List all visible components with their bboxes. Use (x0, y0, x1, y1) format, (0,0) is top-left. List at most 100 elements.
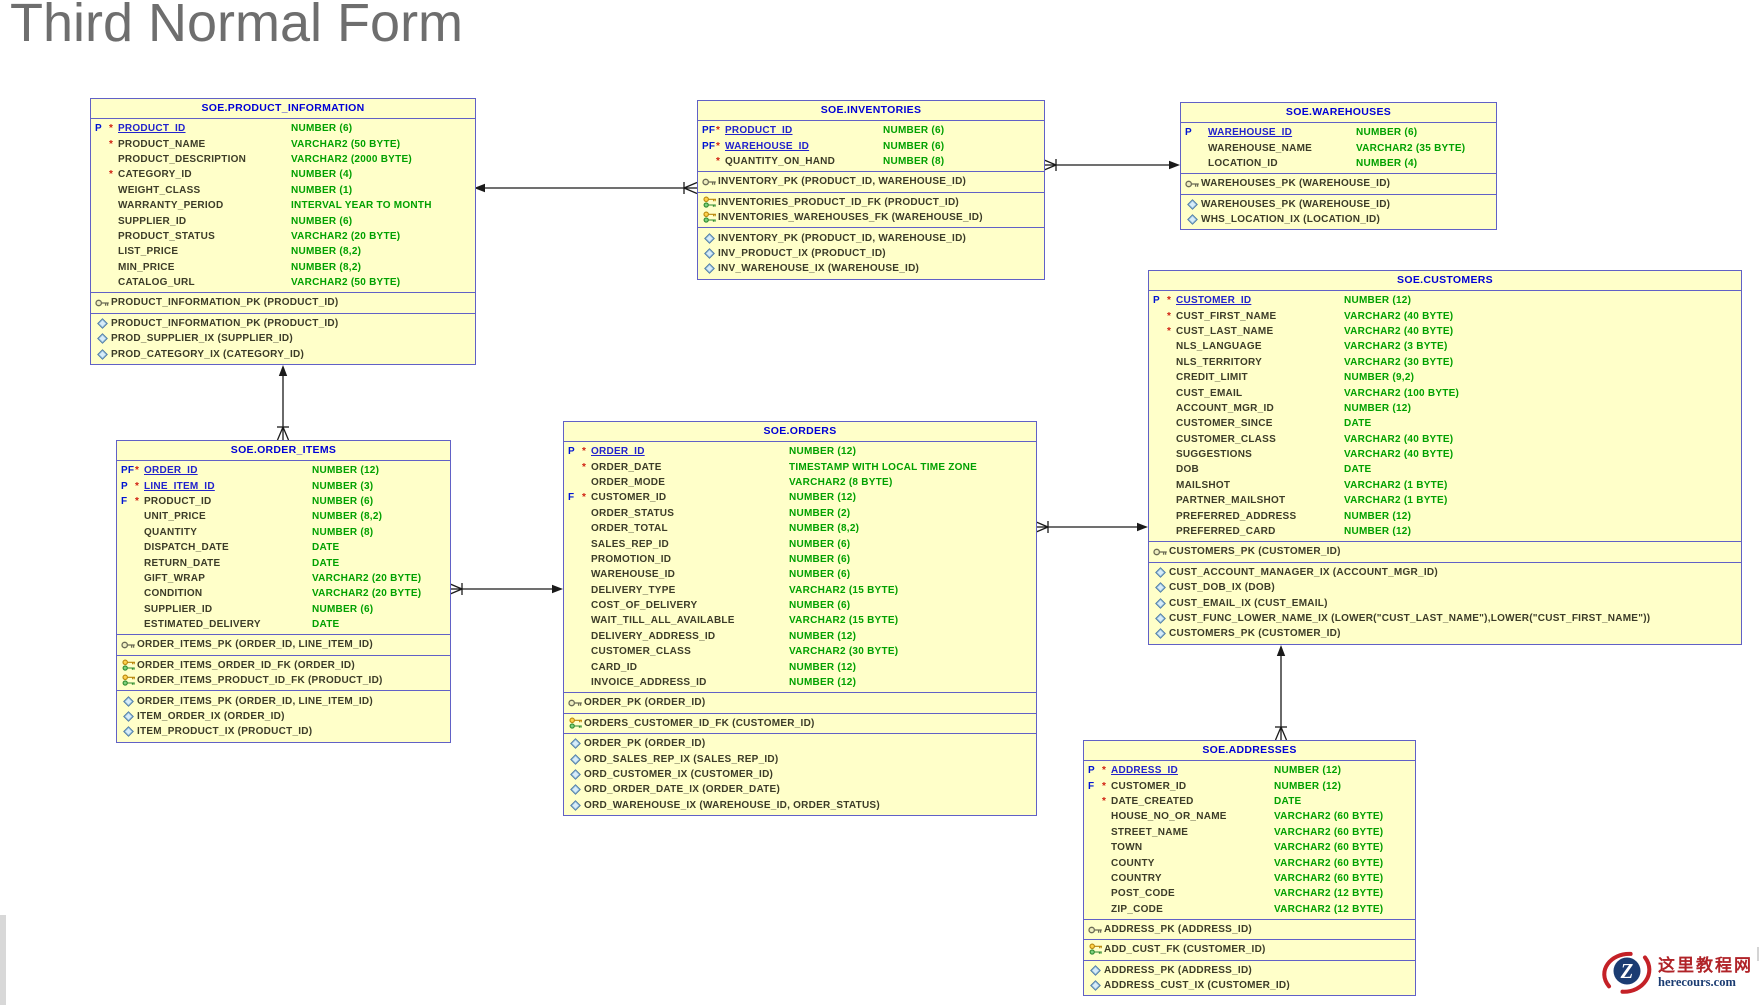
column-row: LIST_PRICE NUMBER (8,2) (91, 244, 475, 259)
column-row: DISPATCH_DATE DATE (117, 540, 450, 555)
entity-inventories[interactable]: SOE.INVENTORIES PF * PRODUCT_ID NUMBER (… (697, 100, 1045, 280)
column-type: VARCHAR2 (30 BYTE) (1344, 356, 1454, 368)
item-row: ITEM_PRODUCT_IX (PRODUCT_ID) (117, 724, 450, 739)
column-type: VARCHAR2 (20 BYTE) (312, 588, 422, 600)
item-row: PRODUCT_INFORMATION_PK (PRODUCT_ID) (91, 316, 475, 331)
column-name: ACCOUNT_MGR_ID (1176, 402, 1274, 414)
index-icon (567, 799, 584, 811)
column-type: DATE (1274, 795, 1302, 807)
column-type: VARCHAR2 (20 BYTE) (312, 572, 422, 584)
column-row: F * PRODUCT_ID NUMBER (6) (117, 494, 450, 509)
entity-addresses[interactable]: SOE.ADDRESSES P * ADDRESS_ID NUMBER (12)… (1083, 740, 1416, 997)
column-type: NUMBER (6) (312, 603, 374, 615)
column-type: VARCHAR2 (15 BYTE) (789, 615, 899, 627)
column-row: * PRODUCT_NAME VARCHAR2 (50 BYTE) (91, 136, 475, 151)
column-type: NUMBER (6) (789, 538, 851, 550)
entity-warehouses[interactable]: SOE.WAREHOUSES P WAREHOUSE_ID NUMBER (6)… (1180, 102, 1497, 231)
primary-key-section: CUSTOMERS_PK (CUSTOMER_ID) (1149, 541, 1741, 561)
column-row: SUGGESTIONS VARCHAR2 (40 BYTE) (1149, 447, 1741, 462)
column-name: CATEGORY_ID (118, 169, 192, 181)
entity-orders[interactable]: SOE.ORDERS P * ORDER_ID NUMBER (12) * OR… (563, 421, 1037, 816)
column-name: WARRANTY_PERIOD (118, 200, 224, 212)
entity-customers[interactable]: SOE.CUSTOMERS P * CUSTOMER_ID NUMBER (12… (1148, 270, 1742, 645)
column-type: NUMBER (6) (883, 140, 945, 152)
column-type: NUMBER (12) (789, 661, 857, 673)
indexes-section: PRODUCT_INFORMATION_PK (PRODUCT_ID) PROD… (91, 312, 475, 364)
index-icon (1087, 964, 1104, 976)
column-name: WEIGHT_CLASS (118, 184, 201, 196)
item-row: CUSTOMERS_PK (CUSTOMER_ID) (1149, 626, 1741, 641)
item-row: ORDER_ITEMS_PK (ORDER_ID, LINE_ITEM_ID) (117, 637, 450, 652)
column-type: NUMBER (9,2) (1344, 372, 1415, 384)
column-row: PREFERRED_CARD NUMBER (12) (1149, 524, 1741, 539)
column-name: WAIT_TILL_ALL_AVAILABLE (591, 615, 735, 627)
column-name: DOB (1176, 464, 1199, 476)
column-name: WAREHOUSE_NAME (1208, 142, 1313, 154)
column-name: NLS_TERRITORY (1176, 356, 1263, 368)
column-name: HOUSE_NO_OR_NAME (1111, 811, 1227, 823)
foreign-key-icon (701, 196, 718, 209)
index-icon (120, 711, 137, 722)
column-type: VARCHAR2 (40 BYTE) (1344, 433, 1454, 445)
primary-key-section: ORDER_ITEMS_PK (ORDER_ID, LINE_ITEM_ID) (117, 634, 450, 654)
item-row: INVENTORIES_PRODUCT_ID_FK (PRODUCT_ID) (698, 195, 1044, 210)
column-row: * CATEGORY_ID NUMBER (4) (91, 167, 475, 182)
column-required-flag: * (716, 155, 721, 167)
column-type: NUMBER (12) (789, 446, 857, 458)
item-row: WAREHOUSES_PK (WAREHOUSE_ID) (1181, 197, 1496, 212)
column-row: MIN_PRICE NUMBER (8,2) (91, 260, 475, 275)
entity-order_items[interactable]: SOE.ORDER_ITEMS PF * ORDER_ID NUMBER (12… (116, 440, 451, 743)
column-name: GIFT_WRAP (144, 572, 206, 584)
item-row: CUST_FUNC_LOWER_NAME_IX (LOWER("CUST_LAS… (1149, 611, 1741, 626)
entity-title: SOE.ADDRESSES (1084, 741, 1415, 761)
index-icon (567, 753, 584, 765)
column-type: NUMBER (6) (291, 123, 353, 135)
column-type: VARCHAR2 (100 BYTE) (1344, 387, 1460, 399)
column-type: VARCHAR2 (50 BYTE) (291, 277, 401, 289)
column-row: NLS_LANGUAGE VARCHAR2 (3 BYTE) (1149, 339, 1741, 354)
foreign-key-section: ORDER_ITEMS_ORDER_ID_FK (ORDER_ID) ORDER… (117, 654, 450, 691)
column-type: NUMBER (6) (789, 553, 851, 565)
item-row: PRODUCT_INFORMATION_PK (PRODUCT_ID) (91, 295, 475, 310)
relationship-inventories-warehouses (1042, 158, 1180, 172)
column-row: CARD_ID NUMBER (12) (564, 659, 1036, 674)
primary-key-icon (1184, 179, 1201, 189)
column-name: QUANTITY_ON_HAND (725, 155, 836, 167)
column-name: CARD_ID (591, 661, 638, 673)
column-row: P * PRODUCT_ID NUMBER (6) (91, 121, 475, 136)
column-row: WAIT_TILL_ALL_AVAILABLE VARCHAR2 (15 BYT… (564, 613, 1036, 628)
column-row: P * ORDER_ID NUMBER (12) (564, 444, 1036, 459)
index-icon (701, 263, 718, 275)
column-type: NUMBER (8,2) (789, 523, 860, 535)
column-type: VARCHAR2 (20 BYTE) (291, 230, 401, 242)
column-row: WEIGHT_CLASS NUMBER (1) (91, 183, 475, 198)
column-required-flag: * (109, 169, 114, 181)
relationship-inventories-product_information (474, 181, 698, 195)
column-row: WAREHOUSE_NAME VARCHAR2 (35 BYTE) (1181, 140, 1496, 155)
column-required-flag: * (135, 480, 140, 492)
column-type: VARCHAR2 (35 BYTE) (1356, 142, 1466, 154)
entity-product_information[interactable]: SOE.PRODUCT_INFORMATION P * PRODUCT_ID N… (90, 98, 476, 365)
column-required-flag: * (1167, 325, 1172, 337)
column-name: CONDITION (144, 588, 203, 600)
column-name: SUPPLIER_ID (144, 603, 213, 615)
column-row: SUPPLIER_ID NUMBER (6) (91, 213, 475, 228)
column-type: NUMBER (12) (1344, 526, 1412, 538)
item-row: ORDER_ITEMS_PRODUCT_ID_FK (PRODUCT_ID) (117, 673, 450, 688)
column-row: DELIVERY_TYPE VARCHAR2 (15 BYTE) (564, 583, 1036, 598)
foreign-key-icon (120, 674, 137, 687)
column-type: NUMBER (12) (1274, 765, 1342, 777)
column-type: VARCHAR2 (50 BYTE) (291, 138, 401, 150)
columns-section: PF * ORDER_ID NUMBER (12) P * LINE_ITEM_… (117, 461, 450, 634)
primary-key-section: INVENTORY_PK (PRODUCT_ID, WAREHOUSE_ID) (698, 171, 1044, 191)
item-row: ADDRESS_PK (ADDRESS_ID) (1084, 922, 1415, 937)
column-key-flag: P (121, 480, 128, 492)
column-row: PF * PRODUCT_ID NUMBER (6) (698, 123, 1044, 138)
index-icon (94, 333, 111, 345)
column-type: NUMBER (8) (312, 526, 374, 538)
column-row: HOUSE_NO_OR_NAME VARCHAR2 (60 BYTE) (1084, 809, 1415, 824)
column-name: CUST_FIRST_NAME (1176, 310, 1277, 322)
column-row: PF * ORDER_ID NUMBER (12) (117, 463, 450, 478)
column-row: CUSTOMER_SINCE DATE (1149, 416, 1741, 431)
primary-key-icon (120, 640, 137, 650)
